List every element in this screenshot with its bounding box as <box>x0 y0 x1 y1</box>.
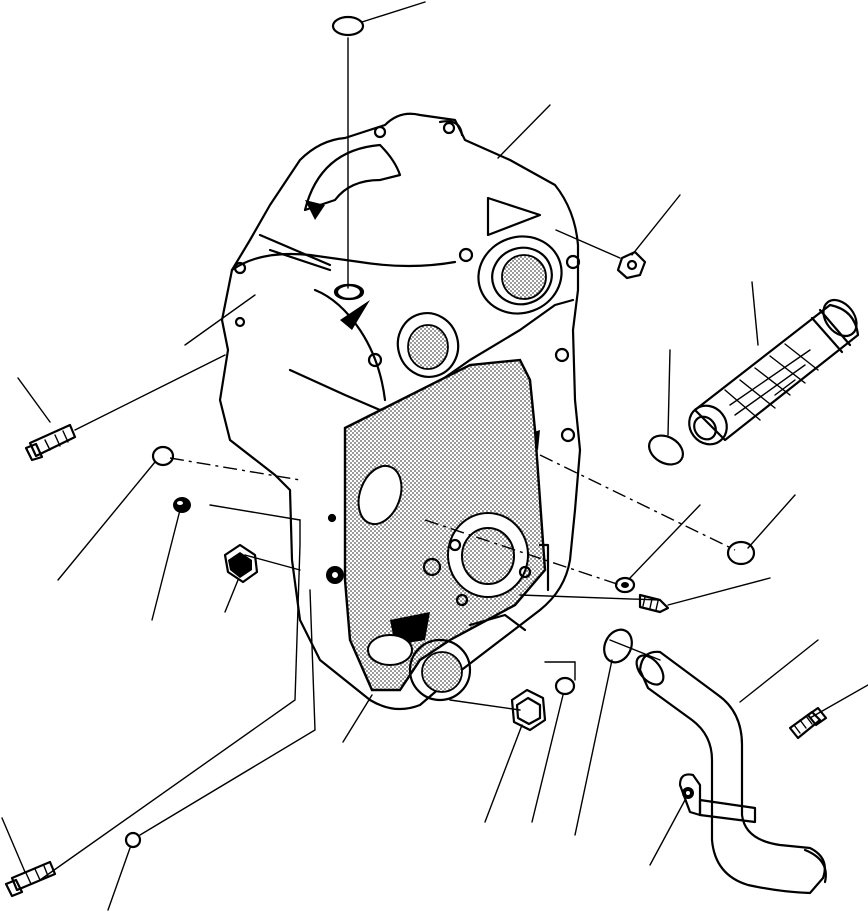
bolt-right <box>638 593 670 614</box>
oring-lower <box>603 628 633 664</box>
bolt-far-right <box>788 706 828 740</box>
clamp <box>678 773 757 824</box>
ball-bottom <box>554 676 576 696</box>
assembly-centerlines <box>39 37 736 881</box>
oring-top <box>331 15 365 37</box>
oring-left <box>151 445 175 467</box>
cover-bolt-left <box>24 354 226 462</box>
drain-plug-left <box>223 543 259 584</box>
bolt-bottom-left <box>4 860 57 898</box>
plug-center <box>510 688 547 732</box>
small-plug <box>173 497 191 513</box>
small-dot <box>329 515 335 521</box>
strainer <box>688 298 860 446</box>
strainer-oring <box>648 434 684 466</box>
hose-pipe <box>635 650 827 895</box>
oring-right-mid <box>726 540 756 566</box>
washer-right <box>614 576 636 594</box>
nut-upper-right <box>616 250 647 280</box>
gasket <box>343 358 547 692</box>
ball-lower-left <box>124 831 142 849</box>
rear-case-cover <box>218 112 582 711</box>
